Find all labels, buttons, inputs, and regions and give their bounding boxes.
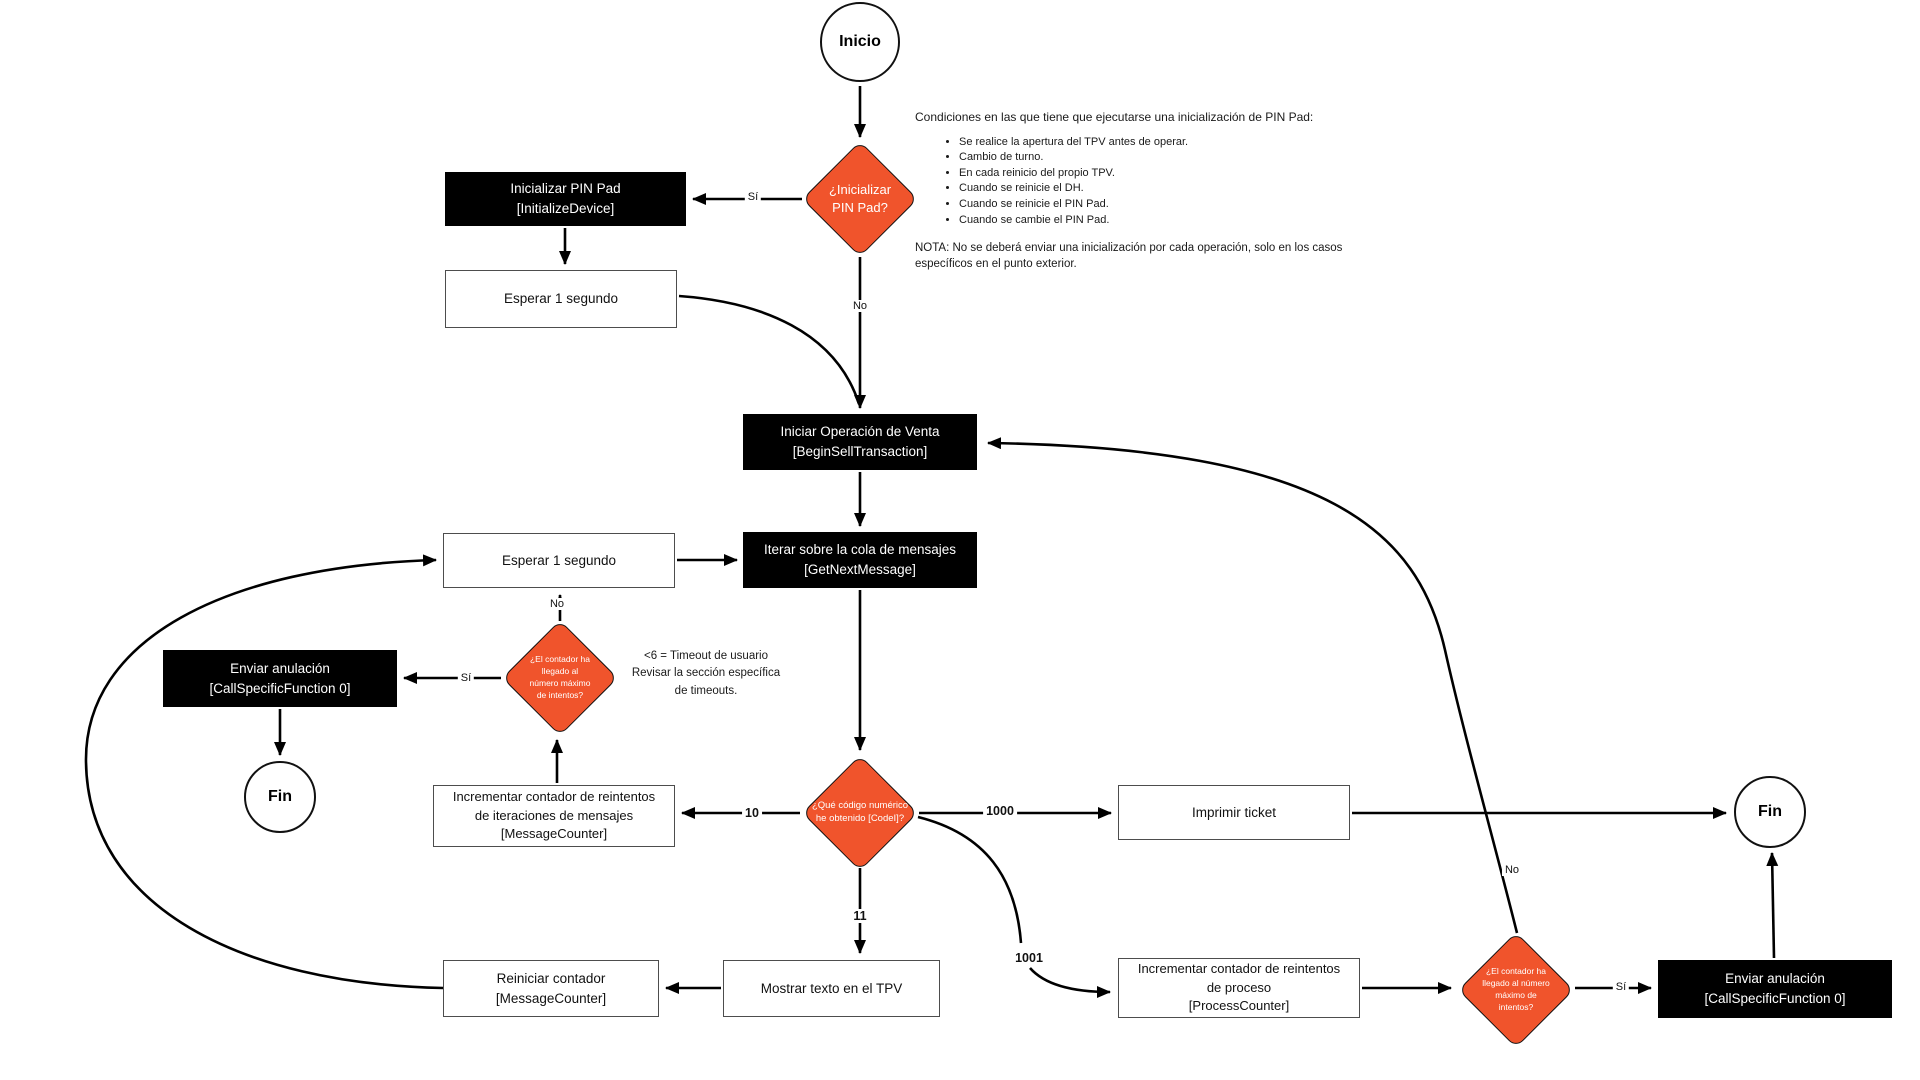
annotation-conditions-nota: NOTA: No se deberá enviar una inicializa… xyxy=(915,242,1343,270)
decision-message-counter: ¿El contador ha llegado al número máximo… xyxy=(502,620,618,736)
end-left-label: Fin xyxy=(268,788,292,805)
process-incr-proc-line1: Incrementar contador de reintentos xyxy=(1137,960,1341,976)
edge-label-si-3: Sí xyxy=(1612,981,1630,993)
annotation-timeout-line2: Revisar la sección específica xyxy=(631,667,781,680)
decision-msgcounter-line3: número máximo xyxy=(529,678,591,688)
end-circle-right: Fin xyxy=(1734,776,1806,848)
decision-msgcounter-line2: llegado al xyxy=(541,666,579,677)
decision-msgcounter-line1: ¿El contador ha xyxy=(529,654,590,665)
annotation-conditions-title: Condiciones en las que tiene que ejecuta… xyxy=(915,110,1314,124)
process-cancel-left-line1: Enviar anulación xyxy=(230,660,330,676)
annotation-conditions-list: Se realice la apertura del TPV antes de … xyxy=(915,136,1395,228)
decision-proccounter-line2: llegado al número xyxy=(1482,978,1550,989)
edge-label-no-3: No xyxy=(1501,864,1523,876)
decision-process-counter: ¿El contador ha llegado al número máximo… xyxy=(1458,932,1574,1048)
edge-label-10: 10 xyxy=(742,806,762,820)
process-initialize-pinpad: Inicializar PIN Pad [InitializeDevice] xyxy=(445,172,686,226)
process-begin-sell-line1: Iniciar Operación de Venta xyxy=(780,424,940,440)
process-show-text-label: Mostrar texto en el TPV xyxy=(760,980,903,996)
decision-proccounter-line4: intentos? xyxy=(1498,1001,1534,1012)
edge-label-1001: 1001 xyxy=(1012,951,1046,965)
decision-code: ¿Qué código numérico he obtenido [CodeI]… xyxy=(802,755,918,871)
edge-label-11: 11 xyxy=(850,909,870,923)
process-cancel-right-line2: [CallSpecificFunction 0] xyxy=(1704,991,1846,1006)
process-incr-msg-line1: Incrementar contador de reintentos xyxy=(452,788,656,804)
process-cancel-left-line2: [CallSpecificFunction 0] xyxy=(209,680,351,696)
annotation-timeout-line3: de timeouts. xyxy=(674,684,738,697)
start-circle: Inicio xyxy=(820,2,900,82)
process-initialize-line2: [InitializeDevice] xyxy=(516,201,615,216)
annotation-timeout-line1: <6 = Timeout de usuario xyxy=(643,650,769,662)
process-incr-msg-line3: [MessageCounter] xyxy=(500,826,608,842)
process-increment-process-counter: Incrementar contador de reintentos de pr… xyxy=(1118,958,1360,1018)
process-reset-counter-line2: [MessageCounter] xyxy=(495,990,607,1006)
decision-msgcounter-line4: de intentos? xyxy=(536,689,584,700)
start-label: Inicio xyxy=(839,33,881,50)
decision-proccounter-line1: ¿El contador ha xyxy=(1485,966,1546,977)
edge-label-si-2: Sí xyxy=(457,672,475,684)
decision-proccounter-line3: máximo de xyxy=(1495,990,1537,1000)
process-incr-msg-line2: de iteraciones de mensajes xyxy=(474,807,634,823)
process-show-text: Mostrar texto en el TPV xyxy=(723,960,940,1017)
condition-item: Cuando se cambie el PIN Pad. xyxy=(959,214,1395,228)
process-begin-sell-line2: [BeginSellTransaction] xyxy=(792,444,928,459)
process-print-ticket-label: Imprimir ticket xyxy=(1192,804,1276,820)
process-wait-1: Esperar 1 segundo xyxy=(445,270,677,328)
process-initialize-line1: Inicializar PIN Pad xyxy=(510,181,621,197)
edge-label-1000: 1000 xyxy=(983,804,1017,818)
process-wait-2: Esperar 1 segundo xyxy=(443,533,675,588)
edge-label-no-2: No xyxy=(546,598,568,610)
condition-item: Se realice la apertura del TPV antes de … xyxy=(959,136,1395,150)
process-incr-proc-line3: [ProcessCounter] xyxy=(1188,998,1290,1014)
process-print-ticket: Imprimir ticket xyxy=(1118,785,1350,840)
decision-code-line1: ¿Qué código numérico xyxy=(811,800,909,812)
annotation-timeout: <6 = Timeout de usuario Revisar la secci… xyxy=(622,648,790,700)
process-begin-sell: Iniciar Operación de Venta [BeginSellTra… xyxy=(743,414,977,470)
decision-initialize-line2: PIN Pad? xyxy=(832,200,888,215)
process-reset-counter: Reiniciar contador [MessageCounter] xyxy=(443,960,659,1017)
decision-initialize-pinpad: ¿Inicializar PIN Pad? xyxy=(802,141,918,257)
end-right-label: Fin xyxy=(1758,803,1782,820)
process-incr-proc-line2: de proceso xyxy=(1206,979,1272,995)
edge-label-si-1: Sí xyxy=(744,191,762,203)
edge-label-no-1: No xyxy=(849,300,871,312)
process-wait-1-label: Esperar 1 segundo xyxy=(503,291,619,307)
end-circle-left: Fin xyxy=(244,761,316,833)
process-increment-message-counter: Incrementar contador de reintentos de it… xyxy=(433,785,675,847)
process-reset-counter-line1: Reiniciar contador xyxy=(496,970,606,986)
condition-item: Cuando se reinicie el DH. xyxy=(959,182,1395,196)
decision-initialize-line1: ¿Inicializar xyxy=(828,182,892,198)
process-get-next-message: Iterar sobre la cola de mensajes [GetNex… xyxy=(743,532,977,588)
annotation-conditions: Condiciones en las que tiene que ejecuta… xyxy=(915,110,1395,272)
process-get-next-line1: Iterar sobre la cola de mensajes xyxy=(763,542,957,558)
process-cancel-right: Enviar anulación [CallSpecificFunction 0… xyxy=(1658,960,1892,1018)
condition-item: Cambio de turno. xyxy=(959,151,1395,165)
process-cancel-left: Enviar anulación [CallSpecificFunction 0… xyxy=(163,650,397,707)
process-wait-2-label: Esperar 1 segundo xyxy=(501,552,617,568)
process-cancel-right-line1: Enviar anulación xyxy=(1725,971,1825,987)
condition-item: En cada reinicio del propio TPV. xyxy=(959,167,1395,181)
decision-code-line2: he obtenido [CodeI]? xyxy=(815,813,905,824)
process-get-next-line2: [GetNextMessage] xyxy=(804,562,916,577)
condition-item: Cuando se reinicie el PIN Pad. xyxy=(959,198,1395,212)
